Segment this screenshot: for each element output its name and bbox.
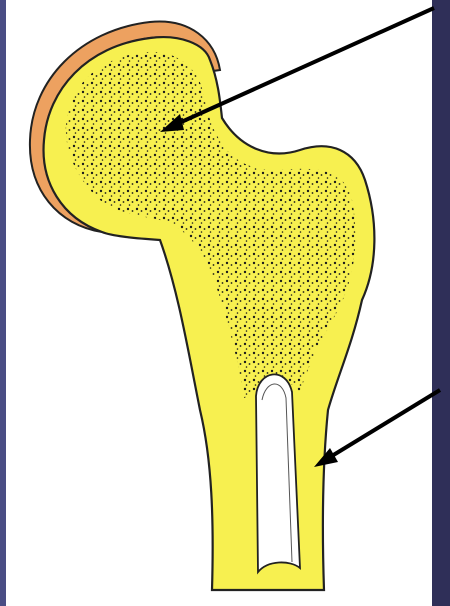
medullary-cavity	[256, 374, 300, 572]
arrow-compact-bone	[314, 390, 440, 467]
